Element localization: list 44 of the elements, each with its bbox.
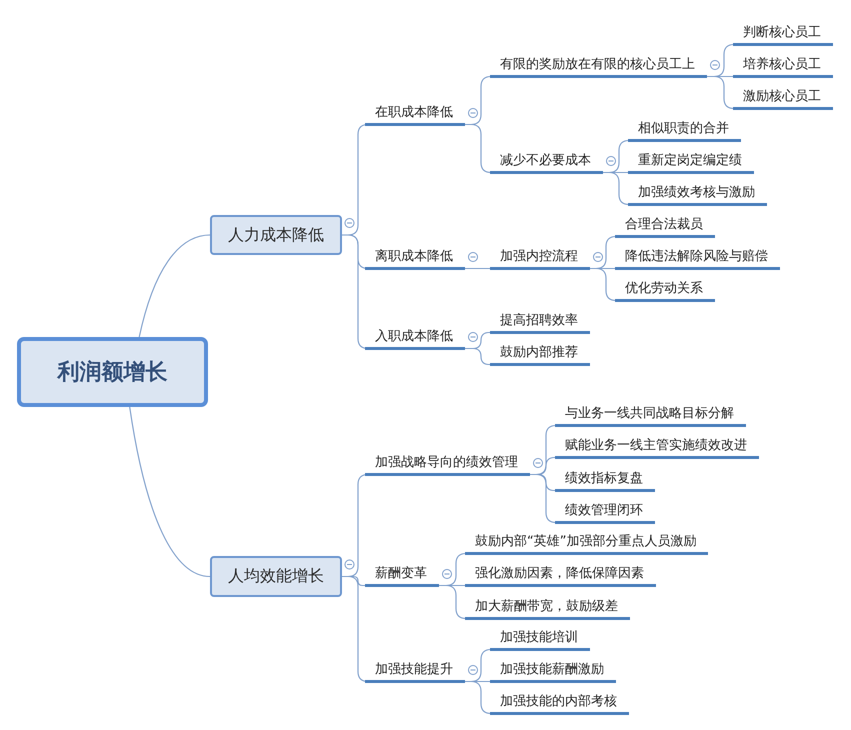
underlined-topic: 优化劳动关系: [615, 280, 715, 302]
underlined-topic: 与业务一线共同战略目标分解: [555, 405, 746, 427]
underlined-topic: 加强技能的内部考核: [490, 693, 629, 715]
connector-line: [465, 268, 490, 270]
underlined-topic: 绩效指标复盘: [555, 470, 655, 492]
topic-box: 人均效能增长: [210, 556, 342, 597]
underlined-topic: 加强技能提升: [365, 661, 465, 683]
underlined-topic: 重新定岗定编定绩: [628, 152, 754, 174]
underlined-topic: 合理合法裁员: [615, 216, 715, 238]
underlined-topic: 加强技能薪酬激励: [490, 661, 616, 683]
connector-line: [465, 124, 492, 174]
connector-line: [138, 234, 210, 338]
underlined-topic: 激励核心员工: [733, 88, 833, 110]
connector-line: [707, 76, 735, 110]
underlined-topic: 强化激励因素，降低保障因素: [465, 565, 656, 587]
underlined-topic: 加强技能培训: [490, 629, 590, 651]
central-topic-box: 利润额增长: [17, 337, 208, 407]
connector-line: [603, 172, 630, 206]
underlined-topic: 减少不必要成本: [490, 152, 603, 174]
underlined-topic: 离职成本降低: [365, 248, 465, 270]
underlined-topic: 赋能业务一线主管实施绩效改进: [555, 437, 759, 459]
connector-line: [439, 584, 467, 620]
underlined-topic: 薪酬变革: [365, 565, 439, 587]
connector-line: [129, 406, 210, 578]
connector-line: [465, 348, 490, 366]
underlined-topic: 入职成本降低: [365, 328, 465, 350]
connector-line: [530, 474, 557, 524]
underlined-topic: 加强战略导向的绩效管理: [365, 454, 530, 476]
topic-box: 人力成本降低: [210, 215, 342, 255]
underlined-topic: 有限的奖励放在有限的核心员工上: [490, 56, 707, 78]
underlined-topic: 加大薪酬带宽，鼓励级差: [465, 598, 630, 620]
underlined-topic: 提高招聘效率: [490, 312, 590, 334]
underlined-topic: 在职成本降低: [365, 104, 465, 126]
underlined-topic: 加强绩效考核与激励: [628, 184, 767, 206]
underlined-topic: 降低违法解除风险与赔偿: [615, 248, 780, 270]
connector-line: [465, 680, 492, 714]
underlined-topic: 判断核心员工: [733, 24, 833, 46]
connector-line: [590, 268, 617, 302]
underlined-topic: 培养核心员工: [733, 56, 833, 78]
underlined-topic: 相似职责的合并: [628, 120, 741, 142]
underlined-topic: 鼓励内部推荐: [490, 344, 590, 366]
underlined-topic: 加强内控流程: [490, 248, 590, 270]
underlined-topic: 鼓励内部“英雄”加强部分重点人员激励: [465, 533, 708, 555]
underlined-topic: 绩效管理闭环: [555, 502, 655, 524]
